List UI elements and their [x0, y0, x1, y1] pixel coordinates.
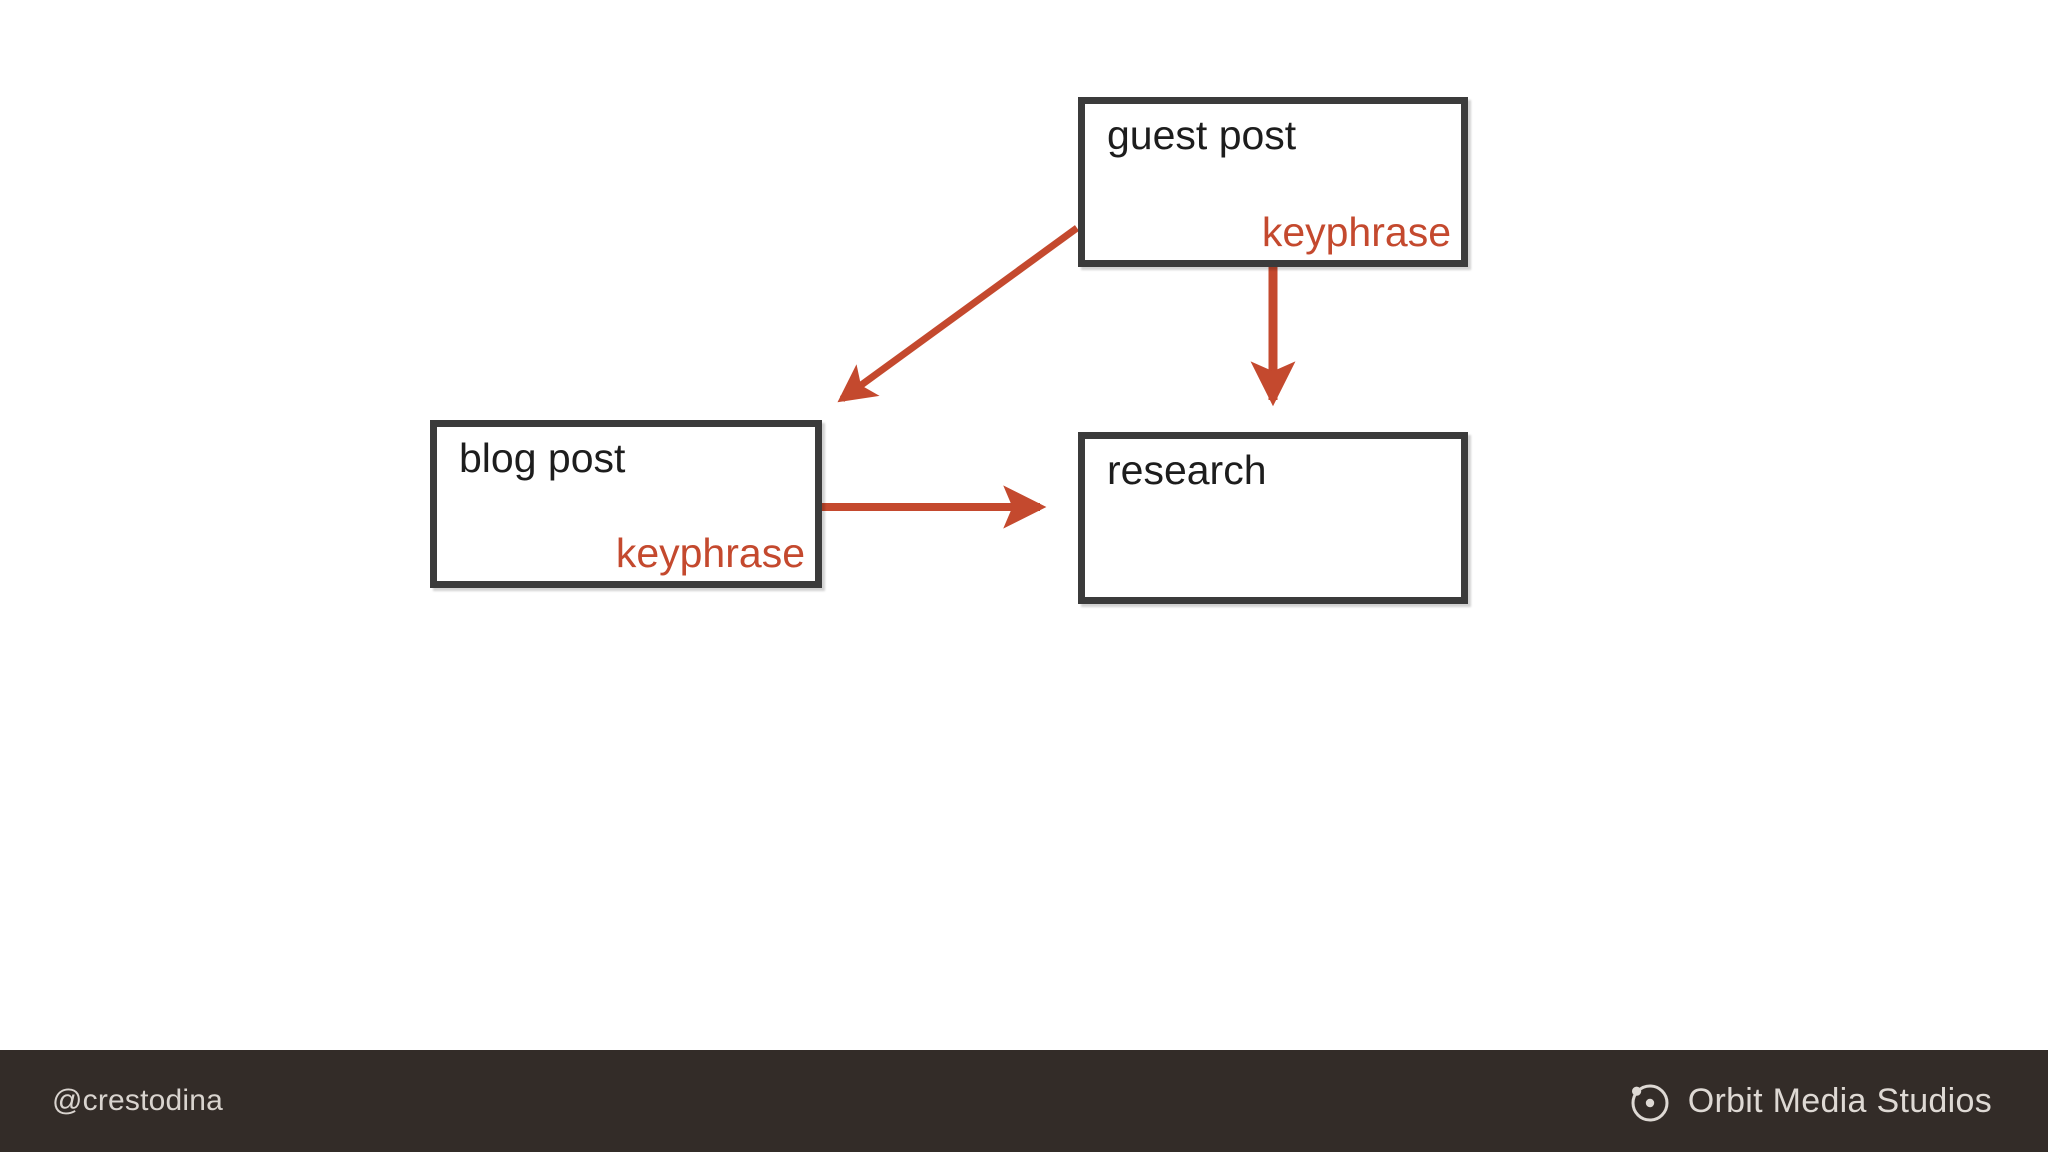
node-blog-post-title: blog post: [459, 435, 626, 481]
brand-lockup: Orbit Media Studios: [1627, 1078, 1992, 1124]
node-research-title: research: [1107, 447, 1267, 493]
node-blog-post-keyphrase: keyphrase: [615, 529, 805, 576]
node-guest-post[interactable]: guest post keyphrase: [1078, 97, 1468, 267]
orbit-circle-icon: [1627, 1078, 1673, 1124]
node-research[interactable]: research: [1078, 432, 1468, 604]
node-guest-post-keyphrase: keyphrase: [1261, 208, 1451, 255]
footer-bar: @crestodina Orbit Media Studios: [0, 1050, 2048, 1152]
node-guest-post-title: guest post: [1107, 112, 1297, 158]
author-handle: @crestodina: [52, 1084, 224, 1117]
edge-guest-to-blog: [837, 225, 1080, 403]
brand-name: Orbit Media Studios: [1687, 1081, 1992, 1120]
node-blog-post[interactable]: blog post keyphrase: [430, 420, 822, 588]
